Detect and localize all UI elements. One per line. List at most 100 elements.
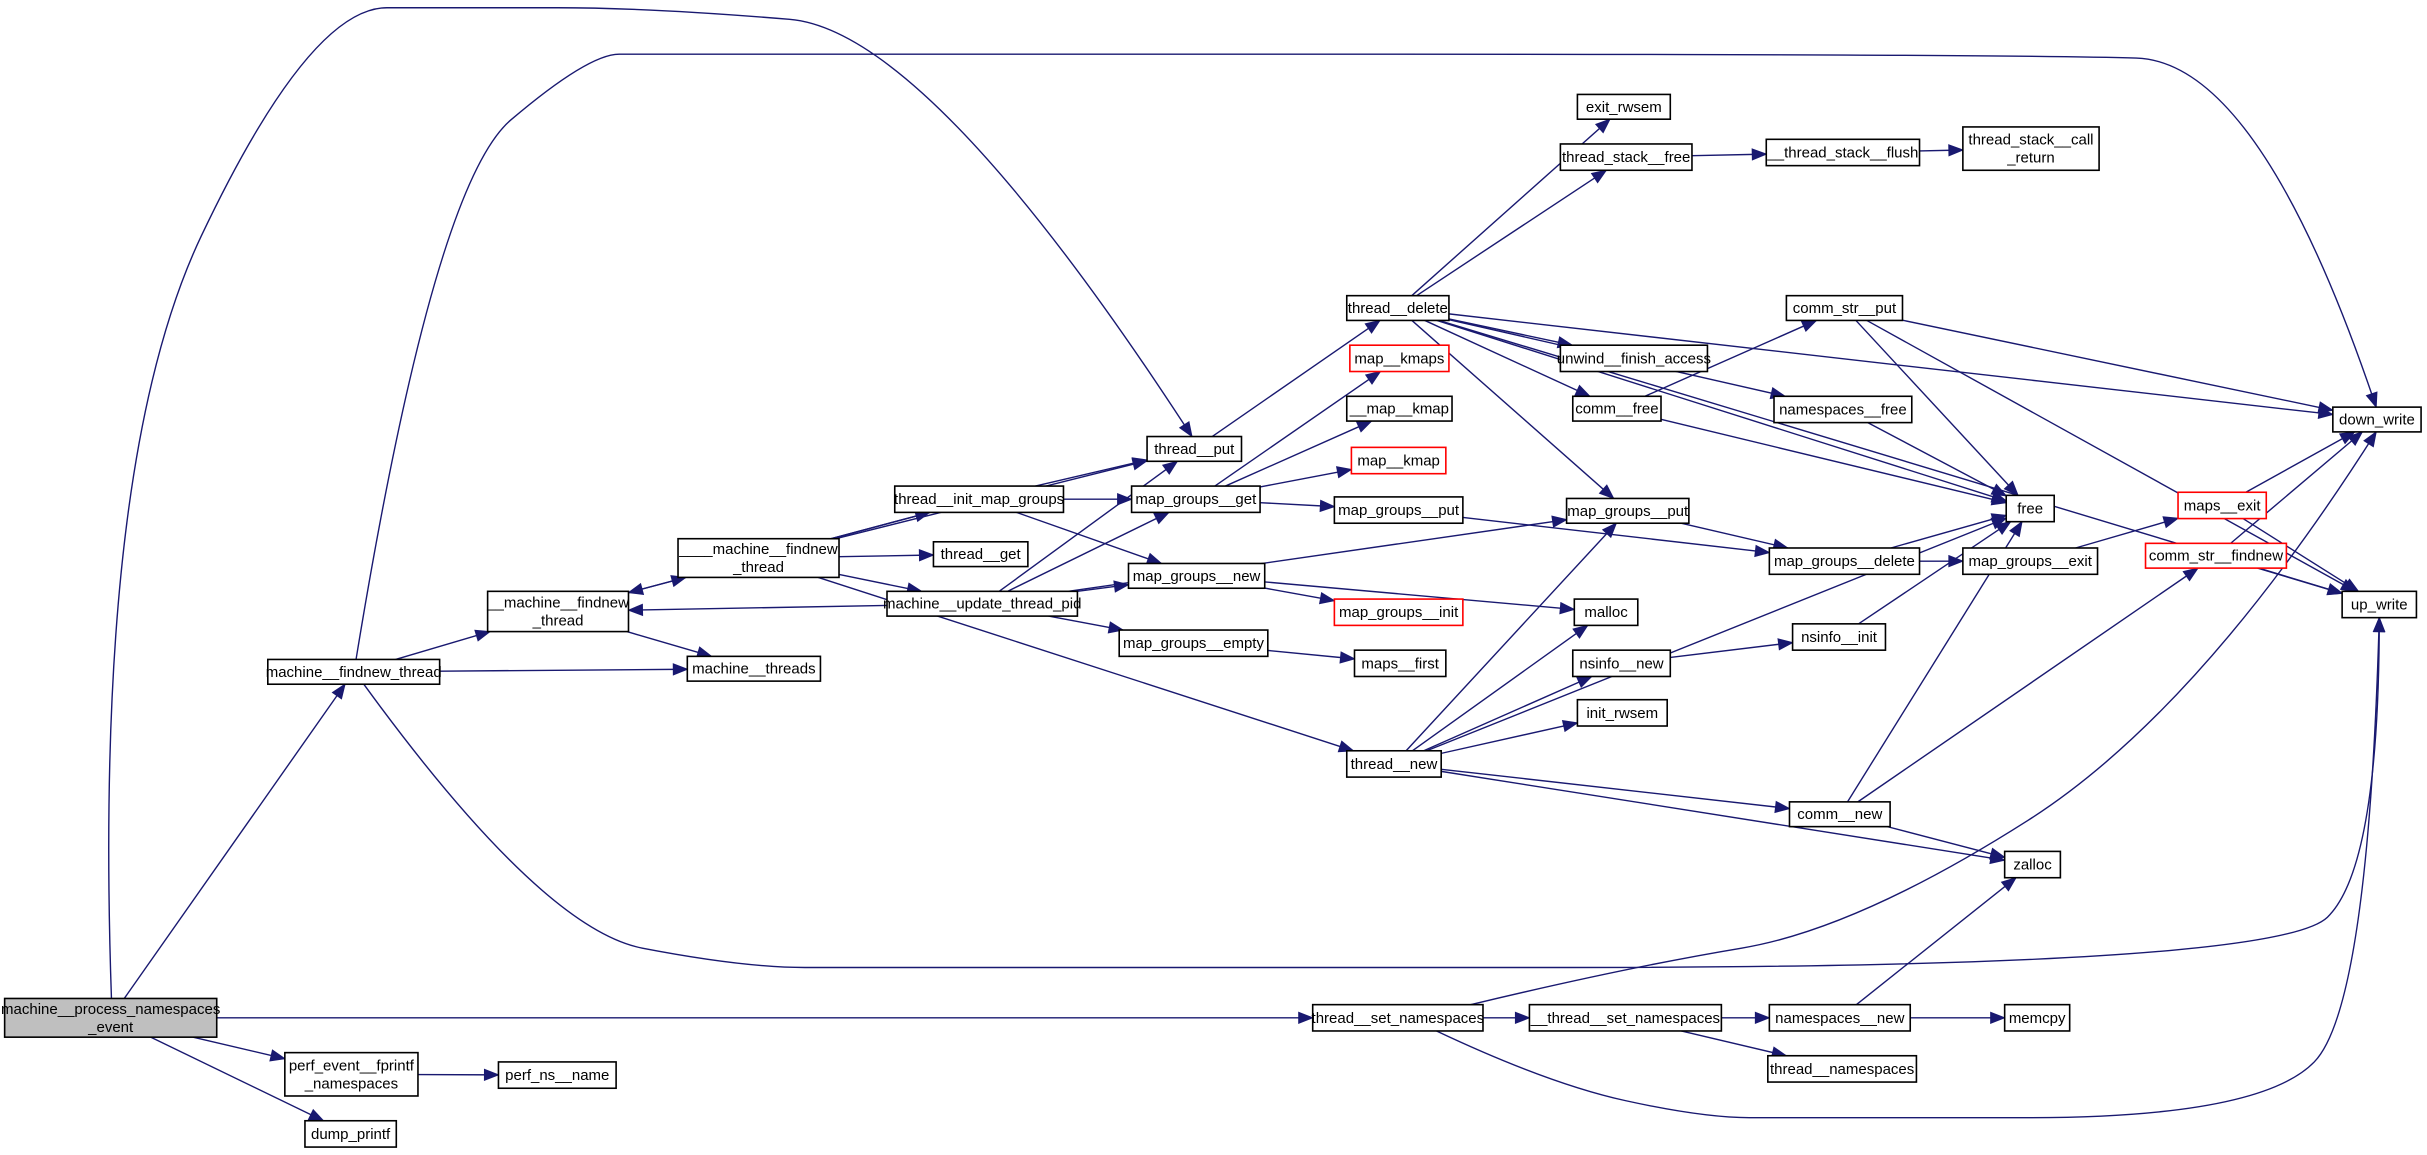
- arrowhead-icon: [1990, 1011, 2007, 1025]
- arrowhead-icon: [2347, 431, 2364, 447]
- arrowhead-icon: [1559, 601, 1576, 615]
- edge-line: [439, 668, 688, 672]
- node-thread-stack-call-return[interactable]: thread_stack__call_return: [1962, 126, 2100, 172]
- arrowhead-icon: [1335, 466, 1353, 479]
- node-comm-str-findnew[interactable]: comm_str__findnew: [2144, 542, 2288, 569]
- edge-line: [1867, 421, 2007, 497]
- node-label: __machine__findnew: [486, 594, 629, 611]
- node-malloc[interactable]: malloc: [1573, 598, 1639, 627]
- node-map-groups-new[interactable]: map_groups__new: [1127, 562, 1266, 590]
- edge-line: [1670, 641, 1793, 659]
- node-perf-ns-name[interactable]: perf_ns__name: [497, 1061, 617, 1090]
- node-thread-namespaces[interactable]: thread__namespaces: [1767, 1054, 1918, 1083]
- node-box: [1576, 698, 1668, 727]
- node-map-kmaps[interactable]: map__kmaps: [1349, 344, 1450, 373]
- node-maps-exit[interactable]: maps__exit: [2177, 491, 2268, 520]
- edge-comm_str_put-to-free: [1855, 319, 2019, 497]
- node-namespaces-new[interactable]: namespaces__new: [1768, 1003, 1912, 1032]
- node-box: [304, 1119, 398, 1148]
- edge-line: [1007, 511, 1170, 592]
- node-machine-findnew-thread[interactable]: ____machine__findnew_thread: [677, 537, 840, 579]
- node-thread-stack-free[interactable]: thread_stack__free: [1559, 143, 1693, 172]
- arrowhead-icon: [1601, 522, 1618, 539]
- node-dump-printf[interactable]: dump_printf: [304, 1119, 398, 1148]
- edge-machine_update_thread_pid-to-map_groups_empty: [1048, 615, 1125, 634]
- node-machine-findnew-thread[interactable]: __machine__findnew_thread: [486, 590, 630, 633]
- node-comm-str-put[interactable]: comm_str__put: [1785, 294, 1904, 322]
- node-thread-new[interactable]: thread__new: [1345, 749, 1442, 778]
- node-thread-delete[interactable]: thread__delete: [1345, 294, 1450, 322]
- node-comm-new[interactable]: comm__new: [1788, 801, 1891, 828]
- arrowhead-icon: [269, 1049, 287, 1062]
- node-perf-event-fprintf-namespaces[interactable]: perf_event__fprintf_namespaces: [284, 1051, 419, 1097]
- node-map-groups-get[interactable]: map_groups__get: [1130, 485, 1261, 514]
- node-machine-threads[interactable]: machine__threads: [686, 655, 822, 682]
- node-machine-findnew-thread[interactable]: machine__findnew_thread: [266, 658, 442, 686]
- node-comm-free[interactable]: comm__free: [1571, 395, 1662, 422]
- edge-thread_init_map_groups-to-map_groups_get: [1063, 492, 1133, 506]
- node-nsinfo-init[interactable]: nsinfo__init: [1791, 623, 1887, 651]
- edge-line: [998, 460, 1178, 592]
- edge-nsinfo_init-to-free: [1858, 520, 2012, 625]
- node-free[interactable]: free: [2005, 494, 2055, 523]
- nodes-layer: machine__process_namespaces_event machine…: [1, 93, 2422, 1148]
- arrowhead-icon: [1751, 148, 1768, 161]
- node-unwind-finish-access[interactable]: unwind__finish_access: [1557, 344, 1711, 373]
- node-map-groups-put-a[interactable]: map_groups__put: [1333, 496, 1464, 525]
- edge-map_groups_get-to-map_kmap: [1259, 466, 1353, 488]
- node-map-groups-delete[interactable]: map_groups__delete: [1768, 547, 1921, 576]
- edge-line: [1416, 169, 1607, 297]
- arrowhead-icon: [1178, 420, 1193, 438]
- node-box: [1345, 294, 1450, 322]
- edge-map_groups_get-to-__map_kmap: [1225, 420, 1373, 487]
- node-map-groups-exit[interactable]: map_groups__exit: [1962, 547, 2099, 576]
- node-thread-get[interactable]: thread__get: [932, 540, 1029, 568]
- node-maps-first[interactable]: maps__first: [1353, 649, 1447, 678]
- node-up-write[interactable]: up_write: [2341, 590, 2418, 619]
- node-thread-set-namespaces[interactable]: __thread__set_namespaces: [1528, 1003, 1723, 1032]
- node-box: [1773, 395, 1913, 424]
- node-box: [1127, 562, 1266, 590]
- node-label: namespaces__new: [1775, 1010, 1904, 1027]
- node-map-groups-put-b[interactable]: map_groups__put: [1565, 497, 1690, 525]
- node-label: map_groups__empty: [1123, 635, 1264, 652]
- node-zalloc[interactable]: zalloc: [2003, 850, 2062, 879]
- node-label: maps__first: [1361, 655, 1439, 672]
- node-thread-set-namespaces[interactable]: thread__set_namespaces: [1312, 1003, 1485, 1032]
- arrowhead-icon: [1514, 1011, 1531, 1025]
- node-box: [2005, 494, 2055, 523]
- edge-line: [1887, 825, 2005, 858]
- node-exit-rwsem[interactable]: exit_rwsem: [1576, 93, 1672, 120]
- node-label: maps__exit: [2184, 497, 2262, 514]
- node-memcpy[interactable]: memcpy: [2003, 1003, 2071, 1032]
- node-thread-stack-flush[interactable]: __thread_stack__flush: [1765, 138, 1921, 167]
- node-init-rwsem[interactable]: init_rwsem: [1576, 698, 1668, 727]
- node-down-write[interactable]: down_write: [2332, 406, 2422, 433]
- node-map-kmap[interactable]: map__kmap: [1350, 446, 1447, 475]
- arrowhead-icon: [2009, 520, 2023, 538]
- edge-machine_findnew_thread-to-machine_threads: [439, 663, 689, 676]
- node-namespaces-free[interactable]: namespaces__free: [1773, 395, 1913, 424]
- node-thread-put[interactable]: thread__put: [1146, 435, 1243, 463]
- node-map-kmap[interactable]: __map__kmap: [1345, 395, 1453, 422]
- node-box: [1559, 143, 1693, 172]
- node-root[interactable]: machine__process_namespaces_event: [1, 997, 220, 1038]
- edge-comm_new-to-comm_str_findnew: [1857, 567, 2200, 803]
- edge-____machine_findnew_thread-to-thread_get: [839, 549, 935, 562]
- node-label: malloc: [1584, 604, 1628, 621]
- arrowhead-icon: [1298, 1011, 1315, 1025]
- node-box: [1118, 629, 1269, 658]
- node-map-groups-init[interactable]: map_groups__init: [1333, 598, 1464, 627]
- node-nsinfo-new[interactable]: nsinfo__new: [1571, 649, 1672, 678]
- node-label: thread__namespaces: [1770, 1061, 1914, 1078]
- node-map-groups-empty[interactable]: map_groups__empty: [1118, 629, 1269, 658]
- edge-thread_new-to-init_rwsem: [1441, 719, 1579, 755]
- node-label: unwind__finish_access: [1557, 350, 1711, 367]
- node-thread-init-map-groups[interactable]: thread__init_map_groups: [893, 485, 1065, 514]
- arrowhead-icon: [1574, 384, 1592, 397]
- node-box: [1353, 649, 1447, 678]
- edges-layer: [108, 7, 2386, 1122]
- node-machine-update-thread-pid[interactable]: machine__update_thread_pid: [883, 590, 1082, 617]
- edge-comm_str_findnew-to-down_write: [2230, 431, 2364, 544]
- edge-perf_event_fprintf_namespaces-to-perf_ns_name: [417, 1068, 500, 1082]
